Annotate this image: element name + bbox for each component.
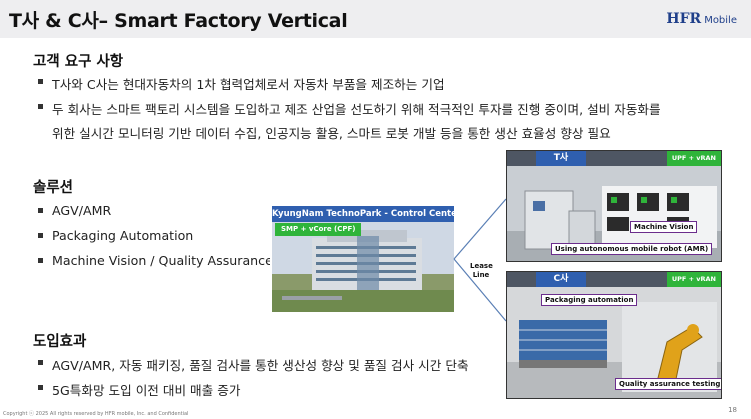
solution-item-2: Packaging Automation (38, 228, 193, 243)
requirements-item-2: 두 회사는 스마트 팩토리 시스템을 도입하고 제조 산업을 선도하기 위해 적… (38, 99, 661, 118)
c-site-quality-label: Quality assurance testing (615, 378, 721, 390)
logo-main: HFR (666, 11, 702, 27)
logo-sub: Mobile (704, 15, 737, 26)
effects-item-2: 5G특화망 도입 이전 대비 매출 증가 (38, 380, 240, 399)
c-site-card: C사 UPF + vRAN Packaging automation Quali… (506, 271, 722, 399)
t-site-tag: UPF + vRAN (666, 151, 721, 166)
t-site-name: T사 (536, 151, 586, 166)
control-center-panel: KyungNam TechnoPark - Control Center SMP… (272, 206, 454, 312)
t-site-machine-vision-label: Machine Vision (630, 221, 698, 233)
requirements-item-2-cont: 위한 실시간 모니터링 기반 데이터 수집, 인공지능 활용, 스마트 로봇 개… (52, 126, 611, 141)
c-site-packaging-label: Packaging automation (541, 294, 638, 306)
solution-item-3: Machine Vision / Quality Assurance Testi… (38, 253, 270, 268)
control-center-title: KyungNam TechnoPark - Control Center (272, 206, 454, 222)
effects-item-1: AGV/AMR, 자동 패키징, 품질 검사를 통한 생산성 향상 및 품질 검… (38, 355, 469, 374)
slide-title: T사 & C사– Smart Factory Vertical (9, 10, 348, 32)
solution-heading: 솔루션 (33, 180, 74, 196)
t-site-amr-label: Using autonomous mobile robot (AMR) (551, 243, 713, 255)
c-site-tag: UPF + vRAN (666, 272, 721, 287)
lease-line-label: Lease Line (470, 262, 493, 279)
c-site-name: C사 (536, 272, 586, 287)
requirements-item-1: T사와 C사는 현대자동차의 1차 협력업체로서 자동차 부품을 제조하는 기업 (38, 74, 445, 93)
copyright-footer: Copyright ⓒ 2025 All rights reserved by … (3, 411, 189, 417)
solution-item-3-clip: Machine Vision / Quality Assurance Testi… (0, 231, 270, 297)
control-center-tag: SMP + vCore (CPF) (275, 223, 362, 236)
effects-heading: 도입효과 (33, 334, 87, 350)
requirements-heading: 고객 요구 사항 (33, 54, 124, 70)
solution-item-1: AGV/AMR (38, 203, 111, 218)
t-site-card: T사 UPF + vRAN Machine Vision Using auton… (506, 150, 722, 262)
page-number: 18 (728, 406, 737, 414)
control-center-building-image (272, 206, 454, 312)
